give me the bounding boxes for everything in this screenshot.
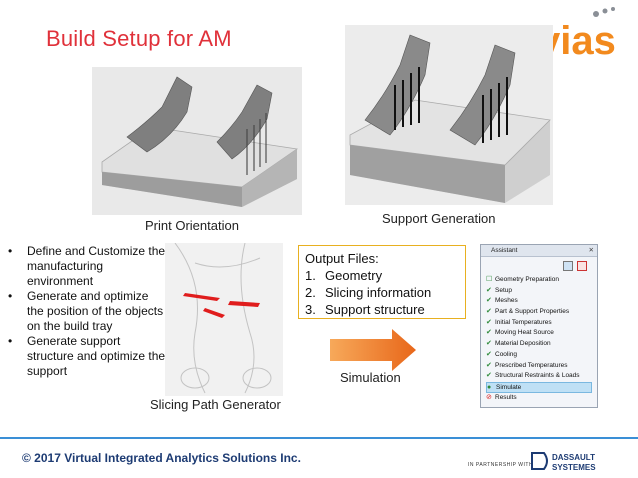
assistant-step[interactable]: ✔Initial Temperatures [486,318,597,329]
assistant-step[interactable]: ✔Cooling [486,350,597,361]
assistant-panel: Assistant ✕ ☐Geometry Preparation ✔Setup… [480,244,598,408]
assistant-title: Assistant [491,247,518,254]
print-orientation-image [92,67,302,215]
caption-support-generation: Support Generation [382,211,496,226]
copyright-text: © 2017 Virtual Integrated Analytics Solu… [22,451,301,465]
warning-icon[interactable] [577,261,587,271]
check-icon: ✔ [486,297,492,305]
assistant-step-list: ☐Geometry Preparation ✔Setup ✔Meshes ✔Pa… [481,275,597,403]
check-icon: ✔ [486,372,492,380]
checkbox-icon: ☐ [486,276,493,283]
assistant-step[interactable]: ✔Structural Restraints & Loads [486,371,597,382]
partnership-label: IN PARTNERSHIP WITH [468,462,534,468]
assistant-step[interactable]: ✔Setup [486,286,597,297]
footer-divider [0,437,638,439]
output-file-item: 2.Slicing information [305,285,432,300]
assistant-step[interactable]: ☐Geometry Preparation [486,275,597,286]
check-icon: ✔ [486,286,492,294]
slicing-path-image [165,243,283,396]
check-icon: ✔ [486,340,492,348]
caption-print-orientation: Print Orientation [145,218,239,233]
check-icon: ✔ [486,329,492,337]
output-files-box: Output Files: 1.Geometry 2.Slicing infor… [298,245,466,319]
assistant-step[interactable]: ⊘Results [486,393,597,404]
assistant-step[interactable]: ✔Material Deposition [486,339,597,350]
right-arrow-icon [330,329,416,371]
output-file-item: 3.Support structure [305,302,425,317]
assistant-step[interactable]: ✔Prescribed Temperatures [486,361,597,372]
assistant-step[interactable]: ✔Part & Support Properties [486,307,597,318]
assistant-step[interactable]: ✔Moving Heat Source [486,328,597,339]
assistant-toolbar [481,257,597,275]
output-files-list: 1.Geometry 2.Slicing information 3.Suppo… [305,267,459,318]
save-icon[interactable] [563,261,573,271]
close-icon[interactable]: ✕ [588,247,594,254]
check-icon: ✔ [486,308,492,316]
output-files-heading: Output Files: [305,251,379,266]
bullet-item: •Generate support structure and optimize… [8,334,166,378]
active-dot-icon: ● [487,383,492,391]
check-icon: ✔ [486,318,492,326]
feature-bullet-list: •Define and Customize the manufacturing … [6,244,166,379]
check-icon: ✔ [486,350,492,358]
dassault-systemes-logo: DASSAULT SYSTEMES [531,452,596,472]
slide-title: Build Setup for AM [46,26,232,51]
error-icon: ⊘ [486,393,492,401]
assistant-step[interactable]: ✔Meshes [486,296,597,307]
check-icon: ✔ [486,361,492,369]
caption-slicing-path: Slicing Path Generator [150,397,281,412]
caption-simulation: Simulation [340,370,401,385]
bullet-item: •Generate and optimize the position of t… [8,289,164,333]
output-file-item: 1.Geometry [305,268,383,283]
support-generation-image [345,25,553,205]
assistant-header: Assistant ✕ [481,245,597,257]
bullet-item: •Define and Customize the manufacturing … [8,244,166,288]
svg-text:SYSTEMES: SYSTEMES [552,463,596,472]
svg-text:DASSAULT: DASSAULT [552,453,595,462]
assistant-step-selected[interactable]: ●Simulate [486,381,592,393]
